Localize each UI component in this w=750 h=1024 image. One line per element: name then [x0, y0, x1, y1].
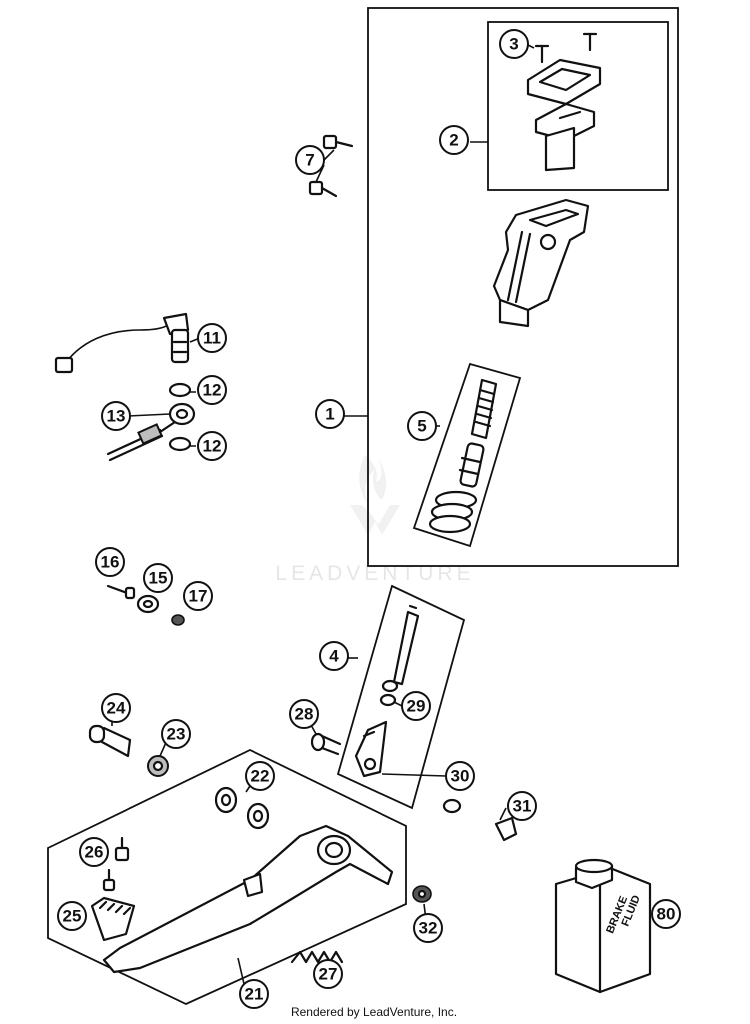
callout-27: 27 [313, 959, 343, 989]
callout-5: 5 [407, 411, 437, 441]
svg-text:32: 32 [419, 919, 438, 938]
pivot-bolt-24 [88, 724, 132, 758]
pedal-box [47, 748, 407, 1005]
callout-1: 1 [315, 399, 345, 429]
step-plate-25 [90, 896, 136, 942]
brake-hose [106, 402, 196, 462]
svg-text:30: 30 [451, 767, 470, 786]
reservoir-cap [526, 58, 602, 106]
svg-text:3: 3 [509, 35, 518, 54]
svg-text:21: 21 [245, 985, 264, 1004]
svg-text:7: 7 [305, 151, 314, 170]
cap-screw-right [582, 32, 598, 52]
reservoir-cap-box [487, 21, 669, 191]
callout-15: 15 [143, 563, 173, 593]
svg-text:15: 15 [149, 569, 168, 588]
callout-30: 30 [445, 761, 475, 791]
callout-29: 29 [401, 691, 431, 721]
brake-fluid-bottle: BRAKE FLUID [554, 858, 652, 994]
svg-text:26: 26 [85, 843, 104, 862]
watermark-logo [350, 455, 400, 535]
master-cylinder-box [367, 7, 679, 567]
callout-12-upper: 12 [197, 375, 227, 405]
nut-32 [412, 885, 432, 903]
bolt-26a [114, 836, 130, 862]
pin-28 [310, 732, 342, 756]
svg-text:22: 22 [251, 767, 270, 786]
master-cylinder-body [492, 198, 590, 328]
brake-light-switch [54, 312, 190, 374]
callout-32: 32 [413, 913, 443, 943]
washer-23 [147, 755, 169, 777]
cap-screw-left [534, 44, 550, 64]
leader-lines [111, 43, 535, 985]
callout-21: 21 [239, 979, 269, 1009]
svg-text:27: 27 [319, 965, 338, 984]
callout-26: 26 [79, 837, 109, 867]
credit-text: Rendered by LeadVenture, Inc. [291, 1005, 457, 1019]
svg-text:31: 31 [513, 797, 532, 816]
svg-text:12: 12 [203, 381, 222, 400]
svg-text:80: 80 [657, 905, 676, 924]
callout-17: 17 [183, 581, 213, 611]
callout-24: 24 [101, 693, 131, 723]
svg-text:13: 13 [107, 407, 126, 426]
bushing-22b [246, 802, 270, 830]
diaphragm [534, 102, 596, 172]
callout-31: 31 [507, 791, 537, 821]
callout-3: 3 [499, 29, 529, 59]
bolt-26b [102, 868, 116, 892]
callout-13: 13 [101, 401, 131, 431]
callout-16: 16 [95, 547, 125, 577]
o-ring-lower [168, 436, 192, 452]
split-pin-31 [494, 816, 518, 842]
washer-30 [442, 798, 462, 814]
svg-text:1: 1 [325, 405, 334, 424]
callout-12-lower: 12 [197, 431, 227, 461]
bushing-22a [214, 786, 238, 814]
pin-16 [106, 584, 136, 600]
callout-7: 7 [295, 145, 325, 175]
svg-text:12: 12 [203, 437, 222, 456]
svg-text:5: 5 [417, 417, 426, 436]
svg-text:24: 24 [107, 699, 126, 718]
nut-17 [171, 614, 185, 626]
svg-text:17: 17 [189, 587, 208, 606]
svg-text:2: 2 [449, 131, 458, 150]
callout-4: 4 [319, 641, 349, 671]
callout-80: 80 [651, 899, 681, 929]
callout-22: 22 [245, 761, 275, 791]
piston-kit [412, 362, 522, 548]
callout-25: 25 [57, 901, 87, 931]
o-ring-upper [168, 382, 192, 398]
svg-text:25: 25 [63, 907, 82, 926]
watermark-text: LEADVENTURE [275, 562, 474, 585]
svg-text:28: 28 [295, 705, 314, 724]
svg-text:4: 4 [329, 647, 339, 666]
bush-15 [136, 594, 160, 614]
callout-11: 11 [197, 323, 227, 353]
callout-23: 23 [161, 719, 191, 749]
bolt-lower [308, 180, 338, 198]
callout-2: 2 [439, 125, 469, 155]
brake-pedal [102, 824, 394, 974]
svg-text:16: 16 [101, 553, 120, 572]
svg-text:11: 11 [203, 329, 221, 348]
callout-28: 28 [289, 699, 319, 729]
svg-text:23: 23 [167, 725, 186, 744]
return-spring-27 [290, 950, 344, 964]
bolt-upper [322, 134, 354, 150]
pushrod-assembly [336, 584, 466, 810]
svg-text:29: 29 [407, 697, 426, 716]
